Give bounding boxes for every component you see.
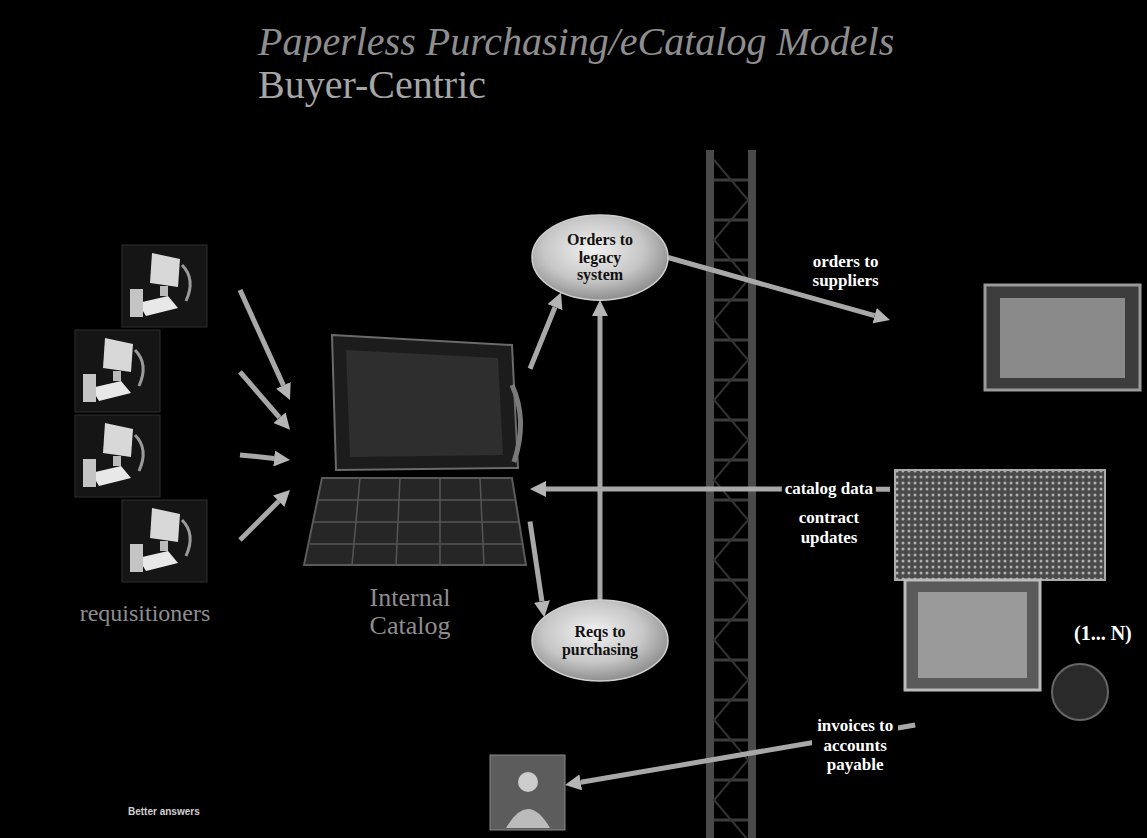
arrow-line	[530, 522, 542, 602]
flow-arrow	[600, 316, 601, 600]
accounts-payable	[490, 755, 565, 830]
keyboard	[304, 478, 526, 565]
screen-face	[1000, 298, 1125, 378]
arrow-line	[240, 455, 274, 459]
arrow-line	[240, 372, 280, 418]
supplier-screen	[895, 470, 1105, 580]
supplier-screen	[985, 285, 1140, 390]
flow-arrow	[530, 522, 542, 602]
process-label: Orders to legacy system	[557, 231, 643, 284]
group-label: requisitioners	[80, 600, 211, 626]
supplier-group: (1... N)	[890, 280, 1142, 725]
flow-arrow	[240, 290, 283, 540]
keyboard-keys	[310, 478, 522, 565]
supplier-screen	[905, 580, 1040, 690]
slide-title: Paperless Purchasing/eCatalog Models	[258, 18, 894, 65]
edge-label: catalog data	[782, 478, 876, 500]
arrow-line	[240, 290, 283, 385]
monitor	[332, 335, 518, 470]
system-label: Internal Catalog	[345, 584, 475, 641]
process-ellipse: Orders to legacy system	[530, 213, 670, 302]
person-head	[518, 772, 538, 792]
firewall-fence	[706, 150, 756, 838]
workstation-icon	[75, 415, 160, 497]
workstation-icon	[75, 330, 160, 412]
edge-label: invoices to accounts payable	[812, 715, 898, 776]
edge-label: orders to suppliers	[803, 251, 889, 292]
screen	[346, 350, 503, 457]
supplier-screens	[895, 285, 1140, 720]
process-ellipse: Reqs to purchasing	[530, 598, 670, 683]
ellipse-shape	[532, 215, 668, 300]
catalog-computer	[304, 335, 526, 565]
arrow-line	[598, 316, 603, 600]
swoosh	[512, 385, 521, 462]
fence-post	[748, 150, 756, 838]
workstation-icon	[122, 500, 207, 582]
screen-face	[918, 592, 1027, 678]
arrow-line	[240, 501, 279, 540]
supplier-photo	[1052, 664, 1108, 720]
ellipse-shape	[532, 600, 668, 681]
catalog-system: Internal Catalog	[290, 320, 530, 645]
count-label: (1... N)	[1074, 622, 1132, 644]
requisitioner-group: requisitioners	[50, 240, 240, 630]
accounts-payable-photo	[490, 755, 565, 830]
subtitle: Buyer-Centric	[258, 62, 486, 108]
footer-note: Better answers	[128, 806, 200, 818]
fence-post	[706, 150, 714, 838]
connectors	[240, 257, 915, 782]
flow-arrow	[530, 307, 555, 369]
workstation-icon	[122, 245, 207, 327]
process-label: Reqs to purchasing	[557, 623, 643, 658]
person-body	[506, 809, 550, 828]
photo-frame	[490, 755, 565, 830]
arrow-line	[530, 307, 555, 369]
fence-lattice	[714, 160, 748, 838]
flow-label: contract updates	[784, 508, 874, 547]
